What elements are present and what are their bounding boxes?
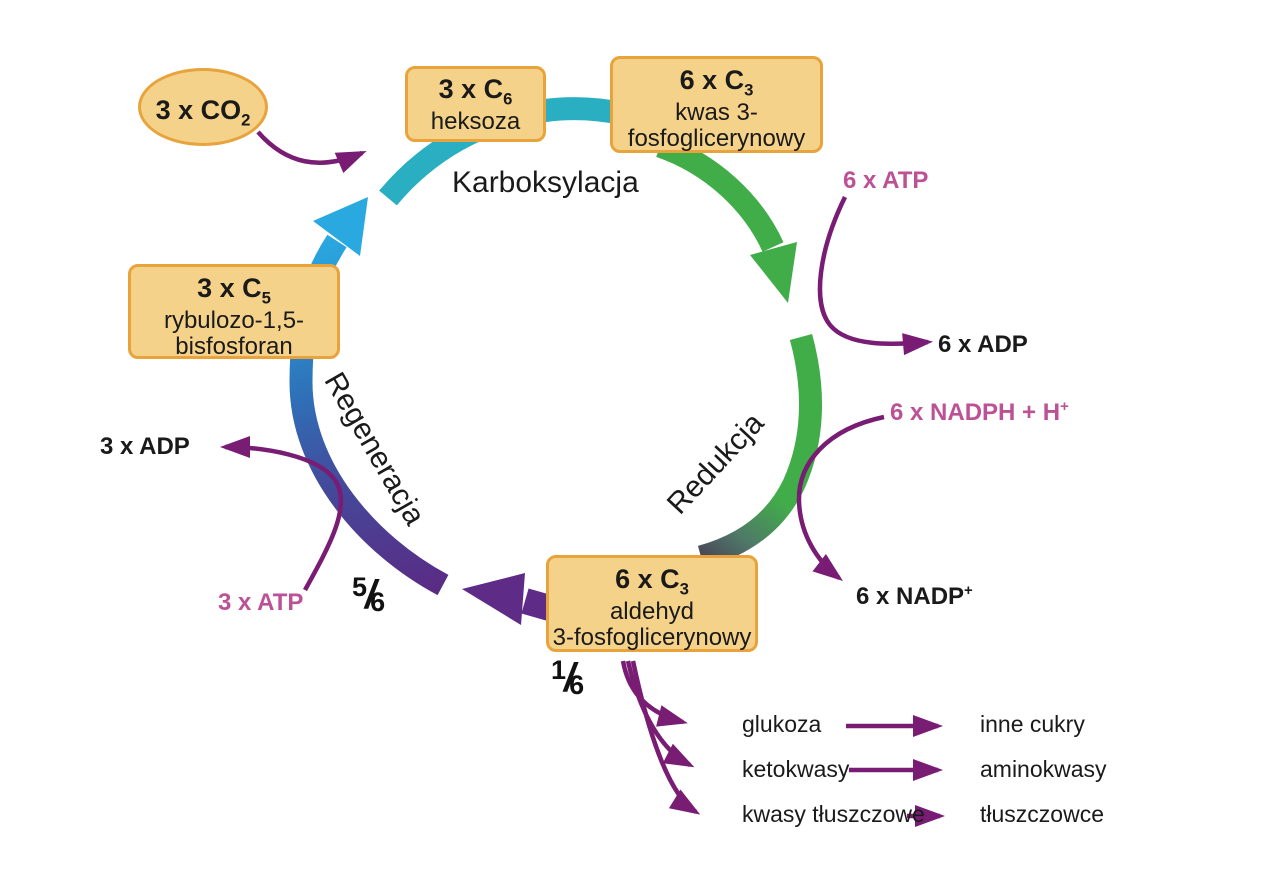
- phase-karboksylacja: Karboksylacja: [452, 166, 639, 199]
- label-6x-atp: 6 x ATP: [843, 167, 929, 194]
- co2-label: 3 x CO2: [155, 95, 251, 130]
- rubp-name-line2: bisfosforan: [175, 332, 293, 360]
- reduction-arrowhead-icon: [750, 242, 797, 303]
- rubp-name-line1: rybulozo-1,5-: [163, 306, 305, 334]
- pgal-exit-arrowhead-icon: [462, 573, 525, 625]
- rubp-count: 3 x C5: [197, 273, 271, 308]
- node-rybulozo-bisfosforan: 3 x C5 rybulozo-1,5- bisfosforan: [128, 264, 340, 359]
- product-ketokwasy: ketokwasy: [742, 756, 850, 782]
- heksoza-count: 3 x C6: [438, 74, 513, 109]
- label-6x-nadph: 6 x NADPH + H+: [890, 399, 1069, 426]
- label-6x-nadp: 6 x NADP+: [856, 583, 973, 610]
- atp-to-adp-left-arrow: [220, 436, 344, 592]
- node-co2: 3 x CO2: [138, 68, 268, 146]
- pga-count: 6 x C3: [679, 65, 754, 100]
- atp-to-adp-right-arrow: [817, 196, 933, 356]
- pgal-name-line1: aldehyd: [609, 597, 695, 625]
- pga-name-line1: kwas 3-: [675, 98, 758, 126]
- regeneration-arrowhead-icon: [313, 197, 368, 256]
- product-inne-cukry: inne cukry: [980, 711, 1085, 737]
- label-6x-adp: 6 x ADP: [938, 331, 1028, 358]
- fraction-five-sixths: 5/6: [352, 572, 386, 617]
- product-kwasy-tluszczowe: kwasy tłuszczowe: [742, 801, 925, 827]
- label-3x-adp: 3 x ADP: [100, 433, 190, 460]
- nadph-to-nadp-arrow: [796, 414, 885, 582]
- pgal-name-line2: 3-fosfoglicerynowy: [552, 623, 752, 651]
- heksoza-name: heksoza: [430, 107, 521, 135]
- node-aldehyd-fosfoglicerynowy: 6 x C3 aldehyd 3-fosfoglicerynowy: [546, 555, 758, 652]
- reduction-arc-upper: [656, 135, 784, 252]
- product-tluszczowce: tłuszczowce: [980, 801, 1104, 827]
- branch-kwasy-tluszczowe-arrow: [630, 660, 701, 815]
- node-kwas-3-fosfoglicerynowy: 6 x C3 kwas 3- fosfoglicerynowy: [610, 56, 823, 153]
- fraction-one-sixth: 1/6: [551, 655, 585, 700]
- node-heksoza: 3 x C6 heksoza: [405, 66, 546, 142]
- co2-input-arrow: [256, 130, 367, 173]
- reduction-arc-lower: [697, 333, 822, 569]
- pga-name-line2: fosfoglicerynowy: [627, 124, 806, 152]
- branch-ketokwasy-arrow: [625, 660, 695, 768]
- label-3x-atp: 3 x ATP: [218, 589, 304, 616]
- pgal-count: 6 x C3: [615, 564, 689, 599]
- product-aminokwasy: aminokwasy: [980, 756, 1107, 782]
- product-glukoza: glukoza: [742, 711, 822, 737]
